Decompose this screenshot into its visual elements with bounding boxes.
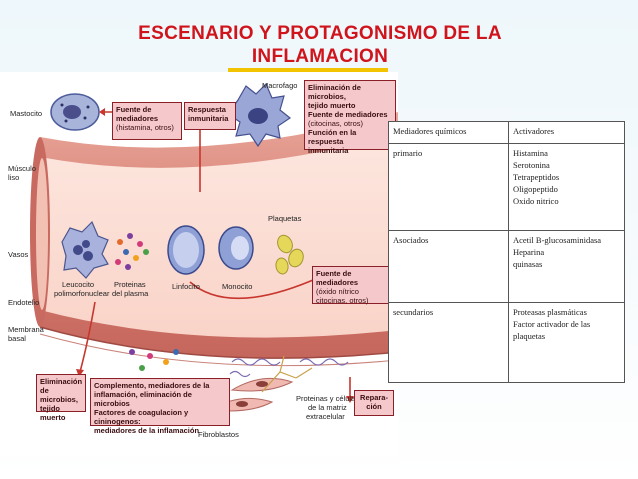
- matrix-fibers: [229, 358, 349, 378]
- label-proteinas-1: Proteinas: [114, 280, 146, 289]
- box-reparacion: Repara- ción: [354, 390, 394, 416]
- row-activators: Proteasas plasmáticas Factor activador d…: [508, 302, 625, 383]
- label-monocito: Monocito: [222, 282, 253, 291]
- header-mediadores: Mediadores químicos: [388, 121, 509, 144]
- table-row: secundarios Proteasas plasmáticas Factor…: [388, 302, 625, 383]
- label-endotelio: Endotelio: [8, 298, 40, 307]
- label-matriz-3: extracelular: [306, 412, 345, 421]
- table-header-row: Mediadores químicos Activadores: [388, 121, 625, 144]
- plaquetas-cells: [275, 234, 304, 275]
- extravasated-protein-dots: [129, 349, 179, 371]
- table-row: Asociados Acetil B-glucosaminidasa Hepar…: [388, 230, 625, 303]
- monocito-cell: [218, 226, 254, 270]
- label-linfocito: Linfocito: [172, 282, 200, 291]
- inflammation-diagram: Mastocito Músculo liso Vasos Endotelio M…: [0, 72, 398, 457]
- row-activators: Histamina Serotonina Tetrapeptidos Oligo…: [508, 143, 625, 231]
- table-row: primario Histamina Serotonina Tetrapepti…: [388, 143, 625, 231]
- slide-title: ESCENARIO Y PROTAGONISMO DE LA INFLAMACI…: [60, 22, 580, 68]
- row-type: primario: [388, 143, 509, 231]
- matrix-branches: [261, 355, 313, 393]
- macrofago-cell: [227, 82, 292, 148]
- title-underline: [228, 68, 388, 72]
- label-vasos: Vasos: [8, 250, 29, 259]
- box-fuente-mediadores: Fuente de mediadores (histamina, otros): [112, 102, 182, 140]
- box-macrofago-funciones: Eliminación de microbios, tejido muerto …: [304, 80, 396, 155]
- label-matriz-2: de la matriz: [308, 403, 347, 412]
- label-mastocito: Mastocito: [10, 109, 43, 118]
- label-plaquetas: Plaquetas: [268, 214, 302, 223]
- vessel-lumen: [40, 134, 398, 338]
- box-fuente-mediadores-2: Fuente de mediadores (óxido nítrico cito…: [312, 266, 396, 305]
- box-eliminacion-microbios: Eliminación de microbios, tejido muerto: [36, 374, 86, 422]
- linfocito-cell: [167, 225, 205, 275]
- label-membrana-1: Membrana: [8, 325, 44, 334]
- label-macrofago: Macrofago: [262, 81, 298, 90]
- header-activadores: Activadores: [508, 121, 625, 144]
- label-matriz-1: Proteinas y células: [296, 394, 359, 403]
- mastocito-cell: [50, 93, 100, 131]
- label-leucocito-2: polimorfonuclear: [54, 289, 110, 298]
- box-respuesta-inmunitaria: Respuesta inmunitaria: [184, 102, 236, 130]
- label-membrana-2: basal: [8, 334, 26, 343]
- title-line-2: INFLAMACION: [251, 46, 389, 67]
- mediators-table: Mediadores químicos Activadores primario…: [388, 121, 625, 383]
- row-type: secundarios: [388, 302, 509, 383]
- label-musculo-1: Músculo: [8, 164, 36, 173]
- label-musculo-2: liso: [8, 173, 20, 182]
- label-fibroblastos: Fibroblastos: [198, 430, 239, 439]
- title-line-1: ESCENARIO Y PROTAGONISMO DE LA: [138, 23, 502, 44]
- box-complemento: Complemento, mediadores de la inflamació…: [90, 378, 230, 435]
- plasma-protein-dots: [115, 233, 149, 270]
- label-proteinas-2: del plasma: [112, 289, 149, 298]
- leucocito-cell: [61, 220, 109, 279]
- row-type: Asociados: [388, 230, 509, 303]
- row-activators: Acetil B-glucosaminidasa Heparina quinas…: [508, 230, 625, 303]
- label-leucocito-1: Leucocito: [62, 280, 95, 289]
